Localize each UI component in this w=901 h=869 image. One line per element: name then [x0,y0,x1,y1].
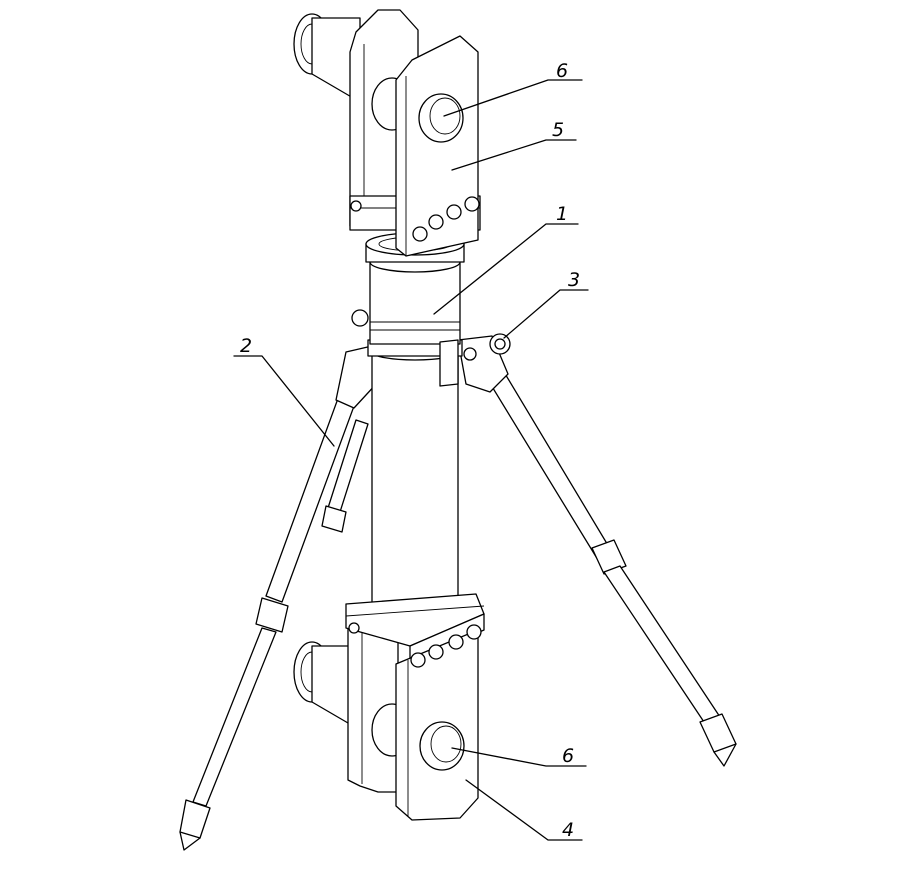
callout-2: 2 [233,335,335,447]
bolt-icon [463,347,477,361]
callout-1: 1 [433,203,579,315]
pin-icon [419,721,465,771]
callout-3: 3 [503,269,589,339]
callout-label: 6 [556,60,568,82]
callout-label: 1 [556,203,568,225]
left-support-leg [179,345,398,851]
callout-6-top: 6 [443,60,583,117]
callout-label: 2 [240,335,252,357]
callout-label: 6 [562,745,574,767]
callout-4: 4 [465,779,583,841]
right-support-leg [457,333,737,767]
top-clevis-assembly [293,9,481,257]
adjust-knob-icon [351,309,369,327]
callout-5: 5 [451,119,577,171]
bottom-clevis-assembly [293,593,485,821]
callout-label: 5 [552,119,564,141]
callout-label: 4 [562,819,574,841]
callout-6-bottom: 6 [451,745,587,767]
main-column [351,232,465,621]
pin-icon [418,93,464,143]
callout-label: 3 [568,269,580,291]
